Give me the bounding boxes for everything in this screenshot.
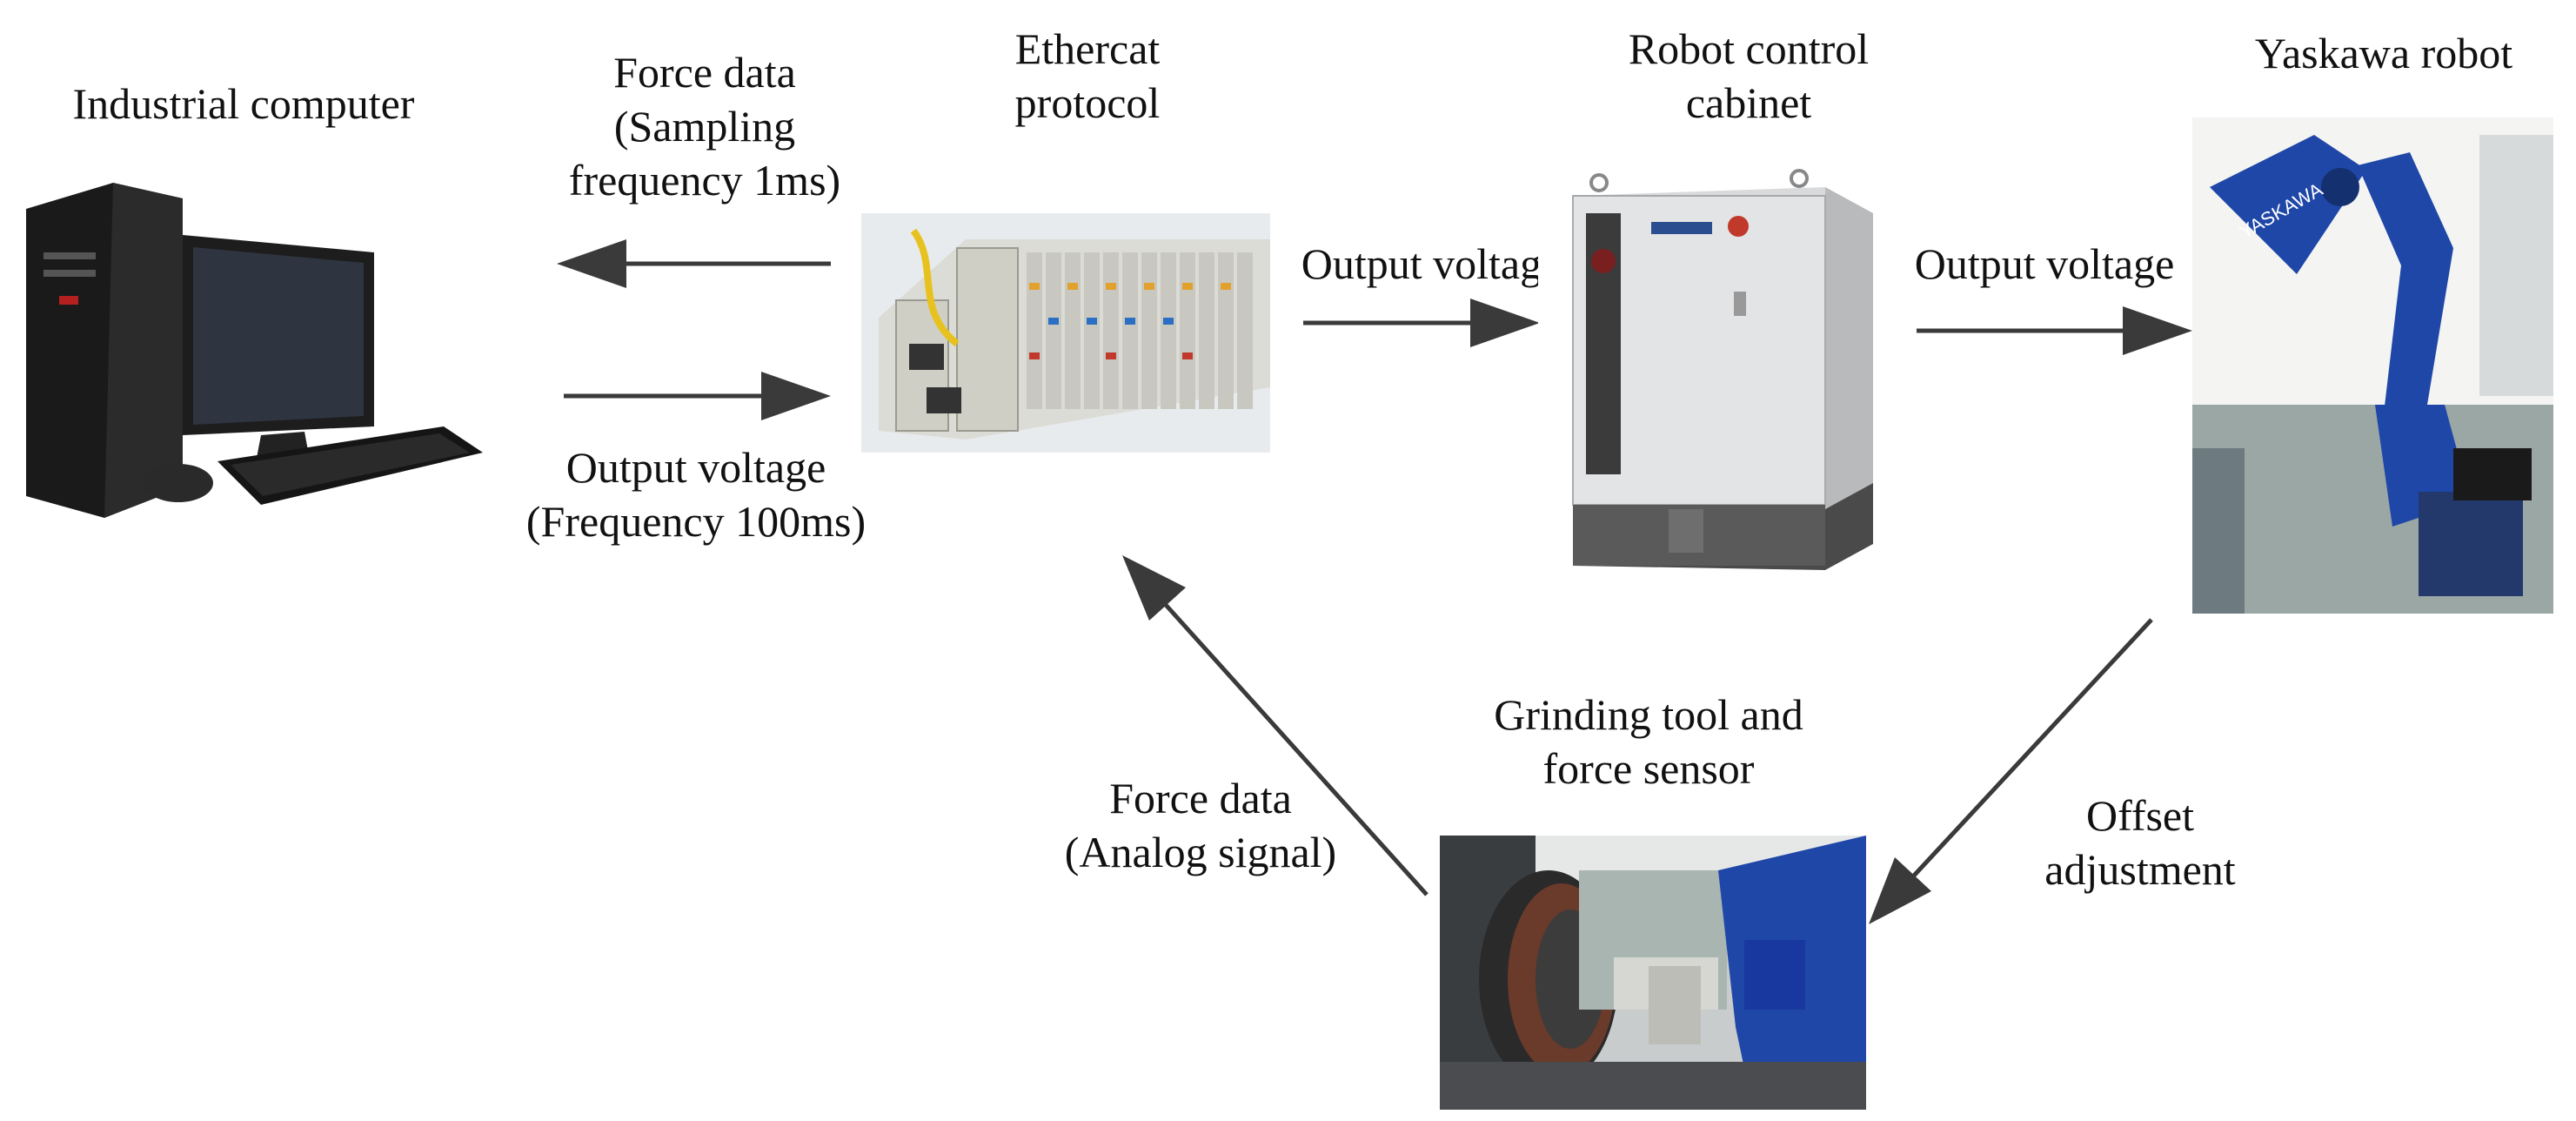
ethercat-label: Ethercat protocol (913, 22, 1261, 130)
yaskawa-robot-image: YASKAWA (2192, 117, 2553, 614)
arrow-ethercat-to-computer (557, 239, 831, 288)
yaskawa-robot-label: Yaskawa robot (2210, 26, 2558, 80)
arrow-ethercat-to-cabinet (1303, 299, 1540, 347)
output-voltage-cabinet-robot-label: Output voltage (1879, 237, 2210, 291)
arrow-computer-to-ethercat (564, 372, 831, 420)
robot-cabinet-image (1538, 161, 1890, 587)
grinding-tool-label: Grinding tool and force sensor (1427, 688, 1870, 795)
industrial-computer-label: Industrial computer (35, 77, 452, 131)
grinding-tool-image (1440, 836, 1866, 1110)
robot-cabinet-label: Robot control cabinet (1566, 22, 1931, 130)
ethercat-module-image (861, 213, 1270, 453)
arrow-cabinet-to-robot (1917, 306, 2192, 355)
industrial-computer-image (9, 174, 496, 522)
output-voltage-frequency-label: Output voltage (Frequency 100ms) (470, 440, 922, 548)
offset-adjustment-label: Offset adjustment (2001, 789, 2279, 896)
force-data-analog-label: Force data (Analog signal) (1018, 771, 1383, 879)
force-data-sampling-label: Force data (Sampling frequency 1ms) (496, 45, 913, 207)
